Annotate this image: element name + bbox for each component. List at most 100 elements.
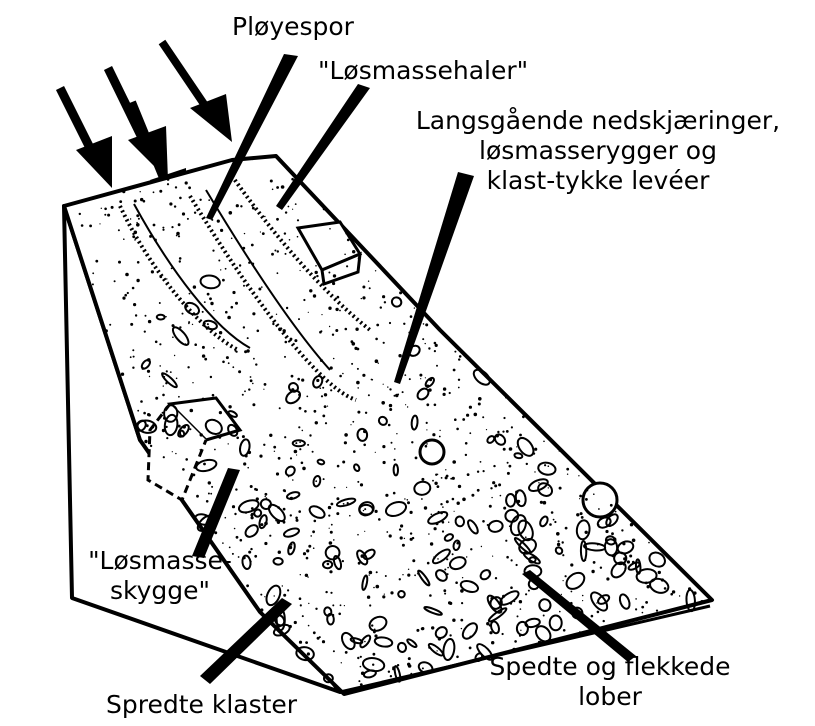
sediment-dot <box>491 641 494 644</box>
sediment-dot <box>320 359 323 362</box>
sediment-dot <box>421 498 423 500</box>
sediment-dot <box>491 497 492 498</box>
sediment-dot <box>170 371 172 373</box>
sediment-dot <box>502 595 505 598</box>
sediment-dot <box>119 200 122 203</box>
sediment-dot <box>433 556 434 557</box>
sediment-dot <box>188 321 190 323</box>
sediment-dot <box>509 525 511 527</box>
sediment-dot <box>519 434 522 437</box>
sediment-dot <box>172 336 174 338</box>
sediment-dot <box>147 358 151 362</box>
sediment-dot <box>239 264 241 266</box>
sediment-dot <box>457 502 460 505</box>
sediment-dot <box>399 528 401 530</box>
sediment-dot <box>402 574 403 575</box>
sediment-dot <box>231 306 234 309</box>
sediment-dot <box>188 186 191 189</box>
sediment-dot <box>325 591 327 593</box>
sediment-dot <box>579 498 580 499</box>
sediment-dot <box>251 157 254 160</box>
sediment-dot <box>490 597 493 600</box>
sediment-dot <box>201 167 204 170</box>
sediment-dot <box>190 409 194 413</box>
sediment-dot <box>321 314 322 315</box>
sediment-dot <box>627 560 630 563</box>
sediment-dot <box>134 239 136 241</box>
sediment-dot <box>315 421 318 424</box>
sediment-dot <box>314 520 317 523</box>
sediment-dot <box>553 519 555 521</box>
sediment-dot <box>232 291 235 294</box>
sediment-dot <box>133 303 136 306</box>
sediment-dot <box>330 592 332 594</box>
label-ploughing-tracks: Pløyespor <box>232 12 354 42</box>
sediment-dot <box>361 554 365 558</box>
sediment-dot <box>383 342 385 344</box>
sediment-dot <box>543 615 545 617</box>
sediment-dot <box>632 539 636 543</box>
sediment-dot <box>459 355 462 358</box>
sediment-dot <box>562 554 564 556</box>
sediment-dot <box>519 600 522 603</box>
sediment-dot <box>538 482 539 483</box>
sediment-dot <box>355 328 358 331</box>
sediment-dot <box>446 500 449 503</box>
sediment-dot <box>344 605 345 606</box>
sediment-dot <box>284 232 286 234</box>
sediment-dot <box>118 229 120 231</box>
sediment-dot <box>384 594 385 595</box>
sediment-dot <box>339 375 342 378</box>
sediment-dot <box>414 307 415 308</box>
sediment-dot <box>313 547 315 549</box>
sediment-dot <box>283 489 286 492</box>
sediment-dot <box>328 307 331 310</box>
sediment-dot <box>155 341 158 344</box>
sediment-dot <box>245 455 248 458</box>
sediment-dot <box>308 312 309 313</box>
sediment-dot <box>341 662 342 663</box>
sediment-dot <box>353 450 356 453</box>
sediment-dot <box>402 544 405 547</box>
sediment-dot <box>332 614 334 616</box>
sediment-dot <box>264 216 265 217</box>
sediment-dot <box>285 253 287 255</box>
sediment-dot <box>556 532 560 536</box>
sediment-dot <box>218 260 220 262</box>
sediment-dot <box>228 443 229 444</box>
sediment-dot <box>301 462 304 465</box>
sediment-dot <box>283 329 286 332</box>
sediment-dot <box>274 250 276 252</box>
label-sediment-tails: "Løsmassehaler" <box>318 56 528 86</box>
sediment-dot <box>182 468 185 471</box>
sediment-dot <box>194 343 197 346</box>
sediment-dot <box>410 532 412 534</box>
sediment-dot <box>299 597 302 600</box>
sediment-dot <box>523 540 525 542</box>
sediment-dot <box>278 551 281 554</box>
sediment-dot <box>298 318 300 320</box>
sediment-dot <box>159 275 162 278</box>
sediment-dot <box>605 530 608 533</box>
sediment-dot <box>264 383 267 386</box>
sediment-dot <box>254 488 257 491</box>
sediment-dot <box>250 379 253 382</box>
label-longitudinal: Langsgående nedskjæringer, løsmasserygge… <box>382 106 814 196</box>
sediment-dot <box>107 214 110 217</box>
leader-tails <box>276 84 370 210</box>
sediment-dot <box>299 641 302 644</box>
sediment-dot <box>289 546 292 549</box>
sediment-dot <box>581 516 584 519</box>
sediment-dot <box>105 329 108 332</box>
sediment-dot <box>382 595 385 598</box>
boulder <box>583 483 617 517</box>
sediment-dot <box>506 430 509 433</box>
sediment-dot <box>297 378 300 381</box>
sediment-dot <box>265 496 266 497</box>
sediment-dot <box>299 441 301 443</box>
sediment-dot <box>369 571 373 575</box>
sediment-dot <box>143 412 146 415</box>
sediment-dot <box>325 422 327 424</box>
sediment-dot <box>376 571 378 573</box>
sediment-dot <box>253 358 255 360</box>
